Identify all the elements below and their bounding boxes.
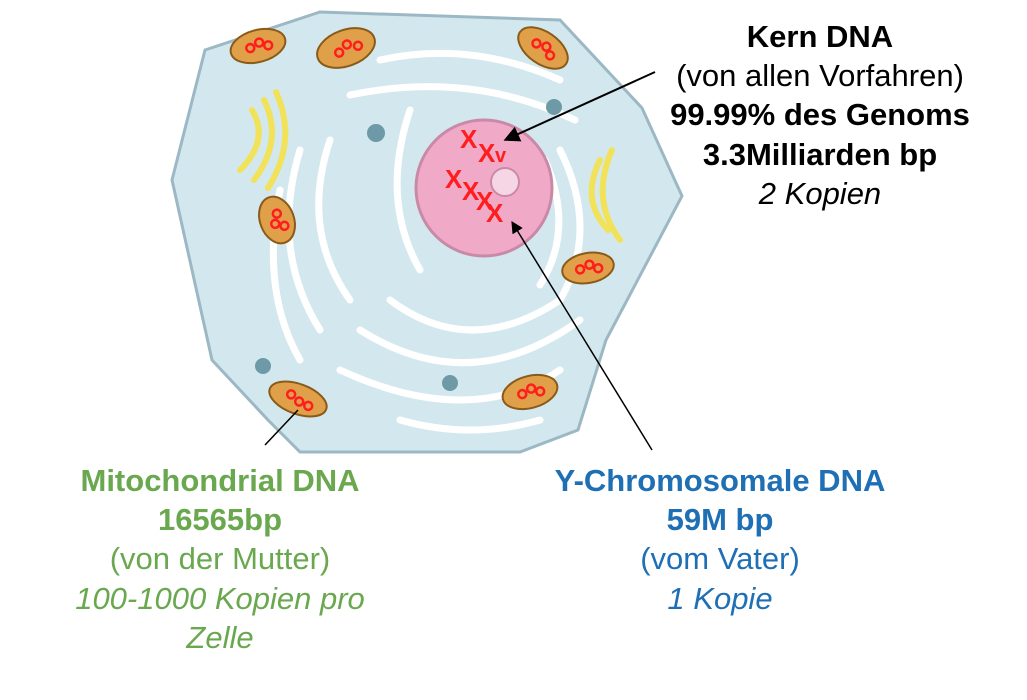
mitochondrion	[316, 27, 376, 69]
nuclear-dna-copies: 2 Kopien	[758, 175, 882, 211]
chromosome-marks: X X v X X X X	[445, 124, 507, 228]
mito-dna-copies-line1: 100-1000 Kopien pro	[75, 580, 365, 616]
mito-dna-copies-line2: Zelle	[186, 619, 254, 655]
mitochondrion	[268, 380, 328, 418]
y-chromosome-dna-label: Y-Chromosomale DNA 59M bp (vom Vater) 1 …	[520, 462, 920, 619]
y-dna-title: Y-Chromosomale DNA	[554, 463, 886, 498]
nuclear-dna-arrow	[503, 71, 656, 142]
chromosome-x: X	[486, 198, 504, 228]
nucleolus	[490, 167, 520, 197]
nuclear-dna-label: Kern DNA (von allen Vorfahren) 99.99% de…	[640, 18, 1000, 214]
chromosome-x: X	[478, 138, 496, 168]
y-dna-origin: (vom Vater)	[640, 541, 800, 577]
y-dna-copies: 1 Kopie	[667, 580, 773, 616]
mitochondrion	[229, 27, 287, 65]
nuclear-dna-genome-share: 99.99% des Genoms	[670, 97, 970, 133]
golgi-apparatus	[237, 89, 623, 243]
y-dna-size: 59M bp	[666, 502, 774, 538]
chromosome-x: X	[476, 186, 494, 216]
nuclear-dna-origin: (von allen Vorfahren)	[676, 58, 964, 94]
y-chromosome-arrow	[511, 220, 653, 451]
chromosome-x: X	[460, 124, 478, 154]
mitochondrion	[561, 251, 615, 285]
mito-dna-title: Mitochondrial DNA	[80, 463, 360, 498]
mitochondrion	[501, 373, 559, 411]
chromosome-y: v	[495, 145, 507, 167]
nuclear-dna-size: 3.3Milliarden bp	[702, 136, 938, 172]
mitochondrion	[517, 26, 569, 70]
mitochondrion	[258, 195, 296, 245]
chromosome-x: X	[445, 164, 463, 194]
vesicles	[255, 99, 562, 391]
mitochondria	[229, 26, 615, 418]
mito-dna-size: 16565bp	[157, 502, 283, 538]
nuclear-dna-title: Kern DNA	[746, 19, 894, 54]
cell-membrane	[170, 10, 684, 454]
mitochondrial-dna-label: Mitochondrial DNA 16565bp (von der Mutte…	[40, 462, 400, 658]
mito-dna-origin: (von der Mutter)	[109, 541, 331, 577]
chromosome-x: X	[462, 176, 480, 206]
mitochondria-pointer-line	[264, 409, 299, 446]
